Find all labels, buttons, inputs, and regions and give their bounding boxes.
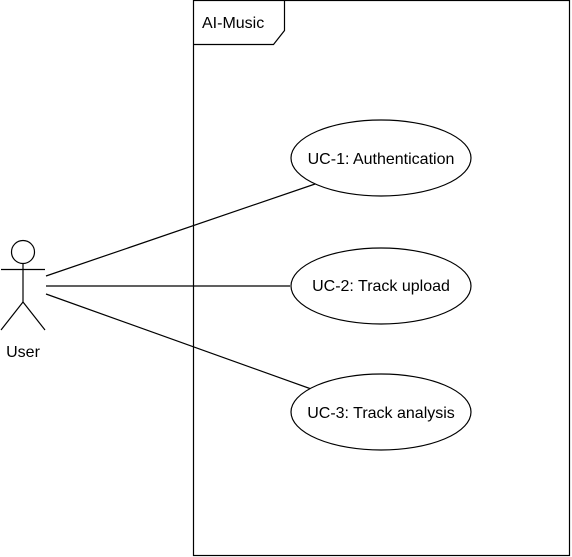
use-case-ellipse — [290, 119, 472, 197]
association-line-uc3[interactable] — [45, 293, 315, 391]
system-boundary-frame — [192, 0, 571, 557]
association-line-uc1[interactable] — [45, 182, 319, 277]
actor-label: User — [6, 344, 40, 361]
use-case-ellipse — [290, 247, 472, 325]
use-case-ellipse — [290, 373, 472, 451]
use-case-label: UC-3: Track analysis — [307, 405, 455, 422]
use-case-uc2[interactable]: UC-2: Track upload — [290, 247, 472, 325]
use-case-uc1[interactable]: UC-1: Authentication — [290, 119, 472, 197]
system-name: AI-Music — [202, 15, 264, 32]
use-case-uc3[interactable]: UC-3: Track analysis — [290, 373, 472, 451]
stick-figure-icon — [0, 239, 46, 331]
use-case-label: UC-1: Authentication — [308, 151, 455, 168]
associations — [45, 182, 319, 391]
actor-user[interactable]: User — [0, 239, 46, 362]
system-boundary[interactable]: AI-Music — [192, 0, 571, 557]
system-name-tab — [193, 0, 286, 46]
use-case-label: UC-2: Track upload — [312, 278, 450, 295]
